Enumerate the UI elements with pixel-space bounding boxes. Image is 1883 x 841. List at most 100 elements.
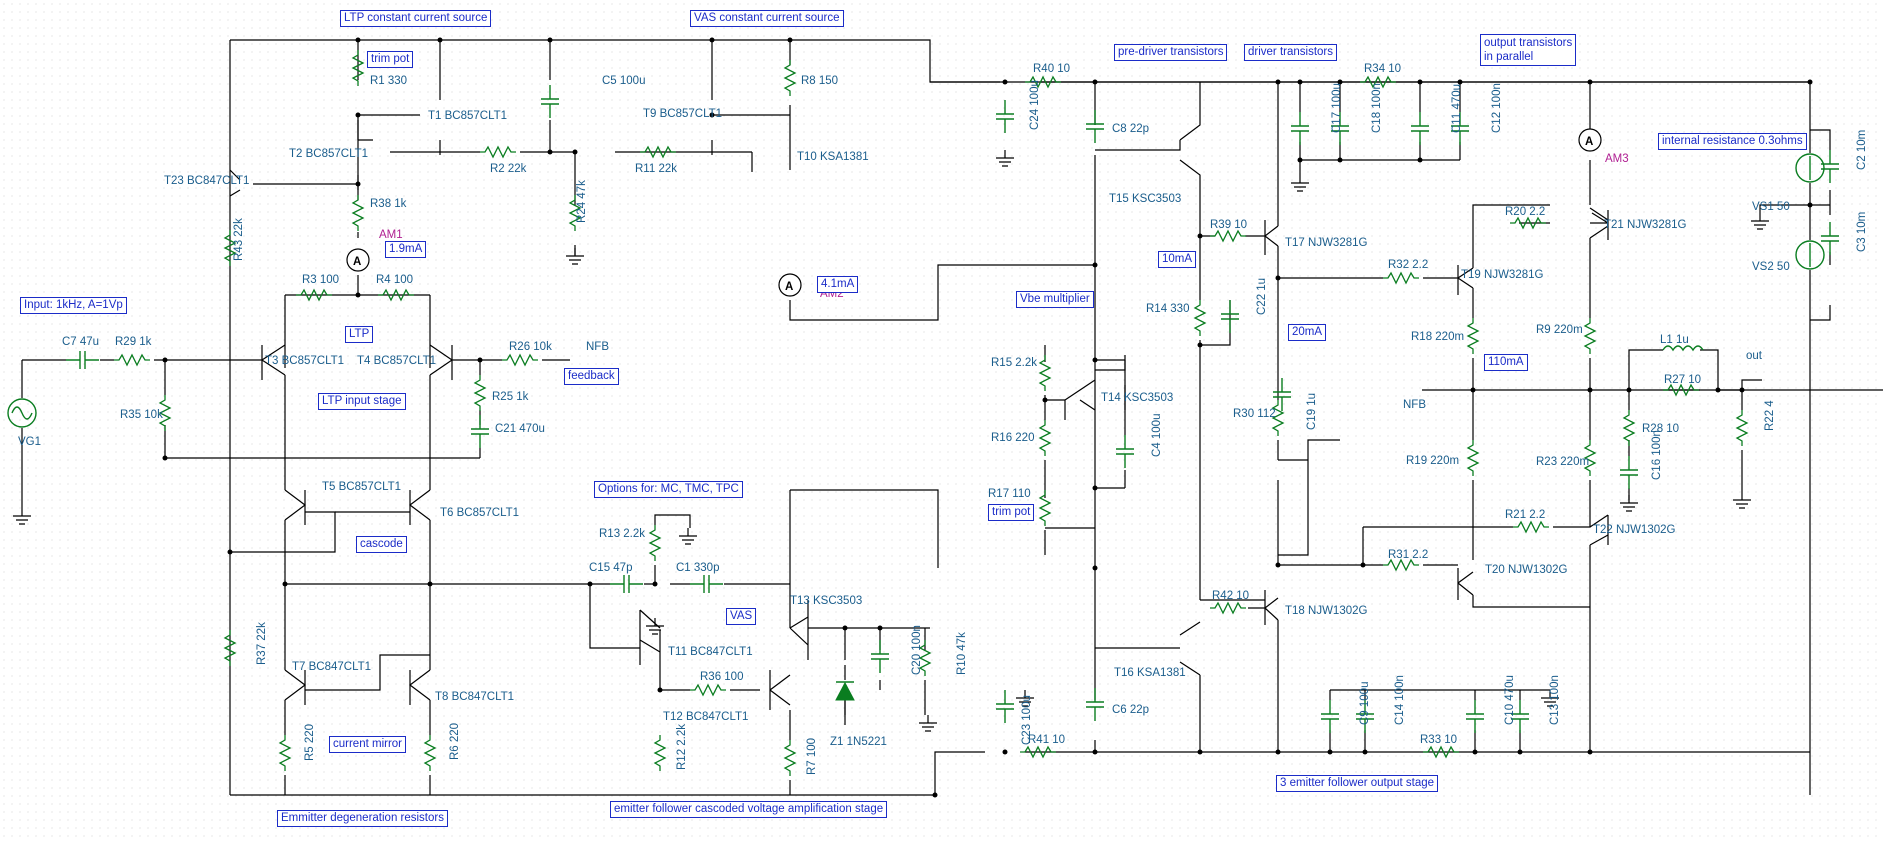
label-c3: C3 10m [1856,212,1868,252]
note-trim-pot: trim pot [367,51,414,68]
label-r3: R3 100 [302,274,339,286]
note-vas-constant-current-source: VAS constant current source [690,10,844,27]
label-c22: C22 1u [1256,278,1268,315]
label-c15: C15 47p [589,562,632,574]
label-r9: R9 220m [1536,324,1583,336]
label-r22: R22 4 [1764,400,1776,431]
note-20ma: 20mA [1288,324,1327,341]
label-vs2: VS2 50 [1752,261,1790,273]
note-ltp-constant-current-source: LTP constant current source [340,10,492,27]
note-10ma: 10mA [1158,251,1197,268]
label-t9: T9 BC857CLT1 [643,108,722,120]
label-c8: C8 22p [1112,123,1149,135]
label-r4: R4 100 [376,274,413,286]
label-c9: C9 100u [1359,682,1371,725]
label-r20: R20 2.2 [1505,206,1545,218]
label-c11: C11 470u [1451,84,1463,133]
label-r40: R40 10 [1033,63,1070,75]
label-r30: R30 112 [1233,408,1276,420]
label-r32: R32 2.2 [1388,259,1428,271]
label-t23: T23 BC847CLT1 [164,175,249,187]
label-c23: C23 100u [1021,695,1033,745]
label-c2: C2 10m [1856,130,1868,170]
label-r13: R13 2.2k [599,528,645,540]
label-c17: C17 100u [1331,83,1343,133]
note-am2-current: 4.1mA [817,276,859,293]
label-t10: T10 KSA1381 [797,151,869,163]
label-c12: C12 100n [1491,83,1503,133]
label-r15: R15 2.2k [991,357,1037,369]
label-vs1: VS1 50 [1752,201,1790,213]
note-internal-resistance: internal resistance 0.3ohms [1658,133,1807,150]
label-r16: R16 220 [991,432,1034,444]
label-vg1: VG1 [18,436,41,448]
label-t22: T22 NJW1302G [1593,524,1676,536]
note-output-stage: 3 emitter follower output stage [1276,775,1439,792]
label-c10: C10 470u [1504,675,1516,725]
label-c1: C1 330p [676,562,719,574]
label-r23: R23 220m [1536,456,1589,468]
label-t8: T8 BC847CLT1 [435,691,514,703]
label-t11: T11 BC847CLT1 [668,646,753,658]
label-z1: Z1 1N5221 [830,736,887,748]
label-c21: C21 470u [495,423,545,435]
label-t15: T15 KSC3503 [1109,193,1181,205]
note-pre-driver: pre-driver transistors [1114,44,1228,61]
label-t7: T7 BC847CLT1 [292,661,371,673]
label-t4: T4 BC857CLT1 [357,355,436,367]
label-r39: R39 10 [1210,219,1247,231]
label-nfb2: NFB [1403,399,1426,411]
note-current-mirror: current mirror [329,736,407,753]
ammeter-glyphs: A A A [353,136,1593,293]
label-c4: C4 100u [1151,414,1163,457]
label-t19: T19 NJW3281G [1461,269,1544,281]
label-c24: C24 100u [1029,80,1041,130]
supply-sources [1795,153,1825,270]
note-driver: driver transistors [1244,44,1337,61]
note-output-parallel-line2: in parallel [1484,51,1534,63]
label-r38: R38 1k [370,198,407,210]
label-r7: R7 100 [806,738,818,775]
label-t3: T3 BC857CLT1 [265,355,344,367]
ammeter-icon: A [785,281,793,293]
label-r26: R26 10k [509,341,552,353]
label-r37: R37 22k [256,622,268,665]
note-input-signal: Input: 1kHz, A=1Vp [20,297,127,314]
zener-diode [835,665,855,715]
note-cascode: cascode [356,536,407,553]
label-am3: AM3 [1605,153,1629,165]
label-c14: C14 100n [1394,675,1406,725]
label-c5: C5 100u [602,75,645,87]
note-110ma: 110mA [1484,354,1528,371]
wires [21,39,1883,796]
label-t20: T20 NJW1302G [1485,564,1568,576]
label-l1: L1 1u [1660,334,1689,346]
label-r41: R41 10 [1028,734,1065,746]
note-vas-stage: emitter follower cascoded voltage amplif… [610,801,888,818]
label-t18: T18 NJW1302G [1285,605,1368,617]
label-r25: R25 1k [492,391,529,403]
note-vbe-multiplier: Vbe multiplier [1016,291,1094,308]
label-t13: T13 KSC3503 [790,595,862,607]
label-t14: T14 KSC3503 [1101,392,1173,404]
label-r24: R24 47k [576,180,588,223]
label-r6: R6 220 [449,723,461,760]
label-c13: C13 100n [1549,675,1561,725]
label-c19: C19 1u [1306,393,1318,430]
label-r42: R42 10 [1212,590,1249,602]
label-t2: T2 BC857CLT1 [289,148,368,160]
label-r29: R29 1k [115,336,152,348]
label-t5: T5 BC857CLT1 [322,481,401,493]
label-r31: R31 2.2 [1388,549,1428,561]
label-c20: C20 100n [911,625,923,675]
note-ltp-input-stage: LTP input stage [318,393,406,410]
label-r35: R35 10k [120,409,163,421]
ammeter-icon: A [1585,136,1593,148]
label-r19: R19 220m [1406,455,1459,467]
ground-symbols [12,149,1770,732]
label-r14: R14 330 [1146,303,1189,315]
label-c18: C18 100n [1371,83,1383,133]
signal-generator [7,398,37,428]
